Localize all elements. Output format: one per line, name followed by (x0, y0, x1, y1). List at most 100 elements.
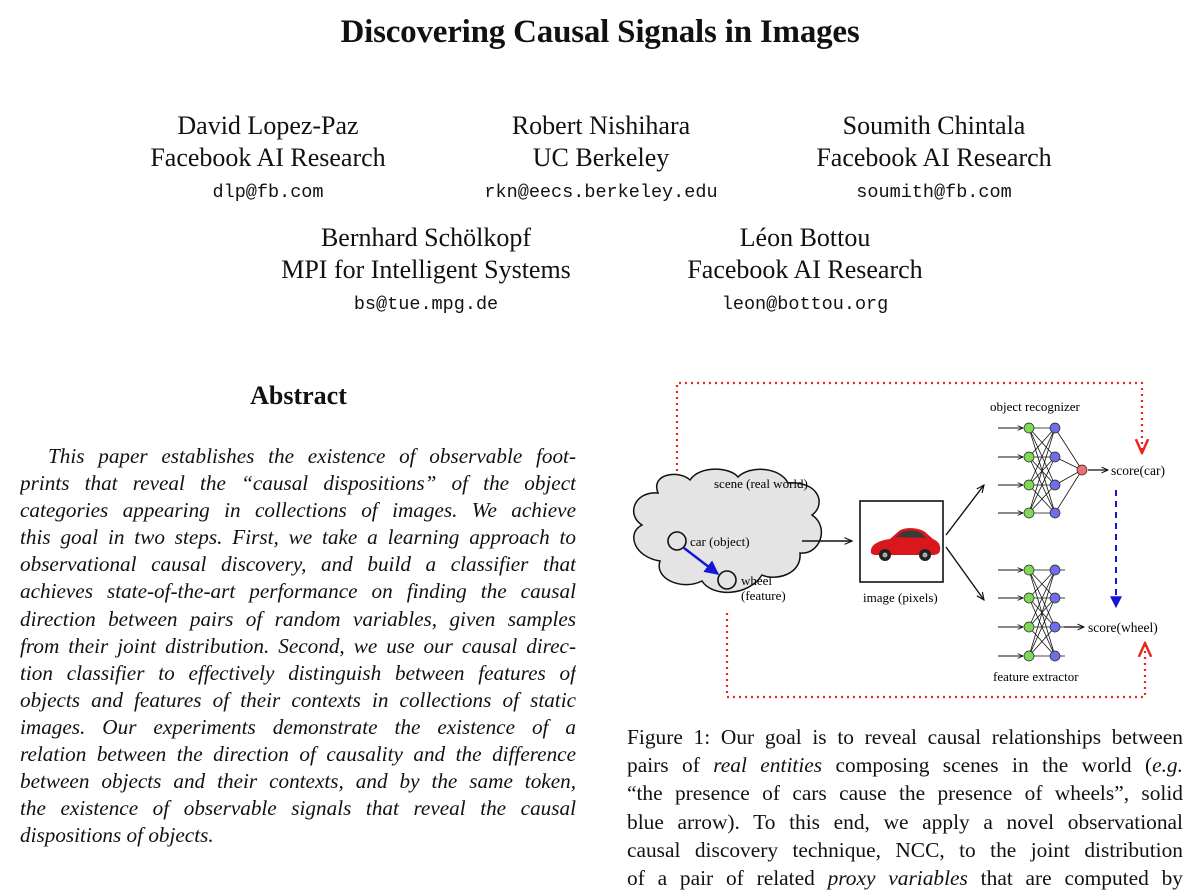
network-edge (1028, 626, 1056, 657)
abstract-line: dispositions of objects. (20, 823, 214, 848)
red-car-icon (870, 528, 941, 561)
red-dotted-loop-bottom (725, 613, 1145, 699)
output-node (1076, 464, 1088, 476)
network-edge (1054, 427, 1083, 471)
input-node (1023, 479, 1035, 491)
hidden-node (1049, 479, 1061, 491)
score-car-label: score(car) (1111, 463, 1165, 478)
object-recognizer-network (998, 422, 1088, 519)
image-to-recognizer-arrow (945, 485, 984, 536)
abstract-line: This paper establishes the existence of … (48, 444, 576, 468)
caption-text: Figure 1: Our goal is to reveal causal r… (627, 725, 1183, 749)
abstract-body: This paper establishes the existence of … (20, 443, 576, 849)
hidden-node (1049, 507, 1061, 519)
author-name: David Lopez-Paz (177, 111, 359, 140)
input-node (1023, 592, 1035, 604)
feature-label: (feature) (741, 588, 786, 603)
wheel-node (717, 570, 737, 590)
abstract-line: this goal in two steps. First, we take a… (20, 525, 576, 550)
hidden-node (1049, 564, 1061, 576)
author-block: Robert Nishihara UC Berkeley rkn@eecs.be… (431, 110, 771, 206)
author-affiliation: Facebook AI Research (150, 143, 386, 172)
image-to-extractor-arrow (945, 546, 984, 600)
input-node (1023, 621, 1035, 633)
object-recognizer-label: object recognizer (990, 399, 1081, 414)
caption-line: causal discovery technique, NCC, to the … (627, 836, 1183, 864)
input-node (1023, 507, 1035, 519)
paper-title: Discovering Causal Signals in Images (340, 14, 860, 50)
author-email[interactable]: dlp@fb.com (212, 182, 324, 203)
network-edge (1028, 569, 1056, 628)
car-object-label: car (object) (690, 534, 750, 549)
author-block: Soumith Chintala Facebook AI Research so… (784, 110, 1084, 206)
abstract-line: from their joint distribution. Second, w… (20, 633, 576, 658)
caption-line: blue arrow). To this end, we apply a nov… (627, 808, 1183, 836)
scene-label: scene (real world) (714, 476, 808, 491)
caption-text: pairs of (627, 753, 714, 778)
feature-extractor-network (998, 564, 1065, 662)
network-edge (1054, 469, 1083, 514)
scene-cloud (632, 468, 823, 594)
caption-text: “the presence of cars cause the presence… (627, 781, 1183, 806)
input-node (1023, 451, 1035, 463)
network-edge (1028, 597, 1056, 657)
hidden-node (1049, 621, 1061, 633)
caption-text: composing scenes in the world ( (822, 753, 1153, 778)
abstract-line: the existence of observable signals that… (20, 796, 576, 821)
author-block: Léon Bottou Facebook AI Research leon@bo… (655, 222, 955, 318)
figure-caption: Figure 1: Our goal is to reveal causal r… (627, 723, 1183, 892)
causal-diagram: scene (real world) car (object) wheel (f… (632, 381, 1165, 699)
abstract-line: observational causal discovery, and buil… (20, 552, 576, 577)
car-node (667, 531, 687, 551)
abstract-line: between objects and their contexts, and … (20, 769, 576, 794)
input-node (1023, 422, 1035, 434)
figure-1: scene (real world) car (object) wheel (f… (620, 375, 1190, 705)
network-edge (1028, 427, 1056, 458)
network-edge (1028, 484, 1056, 514)
hidden-node (1049, 451, 1061, 463)
image-pixels-label: image (pixels) (863, 590, 938, 605)
author-email[interactable]: rkn@eecs.berkeley.edu (484, 182, 718, 203)
author-name: Léon Bottou (739, 223, 871, 252)
network-edge (1028, 427, 1056, 486)
caption-line: pairs of real entities composing scenes … (627, 751, 1183, 779)
author-block: David Lopez-Paz Facebook AI Research dlp… (118, 110, 418, 206)
network-edge (1028, 456, 1056, 514)
abstract-line: categories appearing in collections of i… (20, 498, 576, 523)
caption-text: that are computed by (967, 865, 1183, 890)
input-node (1023, 564, 1035, 576)
author-block: Bernhard Schölkopf MPI for Intelligent S… (256, 222, 596, 318)
caption-emphasis: e.g. (1152, 753, 1183, 778)
solid-blue-arrow (683, 547, 720, 575)
feature-extractor-label: feature extractor (993, 669, 1079, 684)
caption-text: of a pair of related (627, 865, 828, 890)
hidden-node (1049, 422, 1061, 434)
abstract-line: images. Our experiments demonstrate the … (20, 714, 576, 739)
caption-line: “the presence of cars cause the presence… (627, 779, 1183, 807)
author-email[interactable]: bs@tue.mpg.de (353, 294, 499, 315)
hidden-node (1049, 650, 1061, 662)
network-edge (1028, 569, 1056, 599)
author-affiliation: UC Berkeley (532, 143, 670, 172)
abstract-line: objects and features of their contexts i… (20, 687, 576, 712)
abstract-line: direction between pairs of random variab… (20, 606, 576, 631)
caption-line: of a pair of related proxy variables tha… (627, 864, 1183, 892)
author-name: Robert Nishihara (511, 111, 691, 140)
abstract-line: tion classifier to effectively distingui… (20, 660, 576, 685)
author-email[interactable]: soumith@fb.com (856, 182, 1012, 203)
author-name: Soumith Chintala (842, 111, 1026, 140)
author-email[interactable]: leon@bottou.org (721, 294, 889, 315)
abstract-line: achieves state-of-the-art performance on… (20, 579, 576, 604)
red-dotted-loop-top (675, 381, 1142, 525)
author-name: Bernhard Schölkopf (320, 223, 532, 252)
input-node (1023, 650, 1035, 662)
author-affiliation: Facebook AI Research (687, 255, 923, 284)
network-edge (1028, 427, 1056, 514)
caption-text: blue arrow). To this end, we apply a nov… (627, 809, 1183, 834)
network-edge (1028, 569, 1056, 657)
abstract-line: prints that reveal the “causal dispositi… (20, 471, 576, 496)
caption-emphasis: real entities (713, 753, 823, 778)
caption-emphasis: proxy variables (827, 865, 968, 890)
author-affiliation: Facebook AI Research (816, 143, 1052, 172)
score-wheel-label: score(wheel) (1088, 620, 1158, 635)
